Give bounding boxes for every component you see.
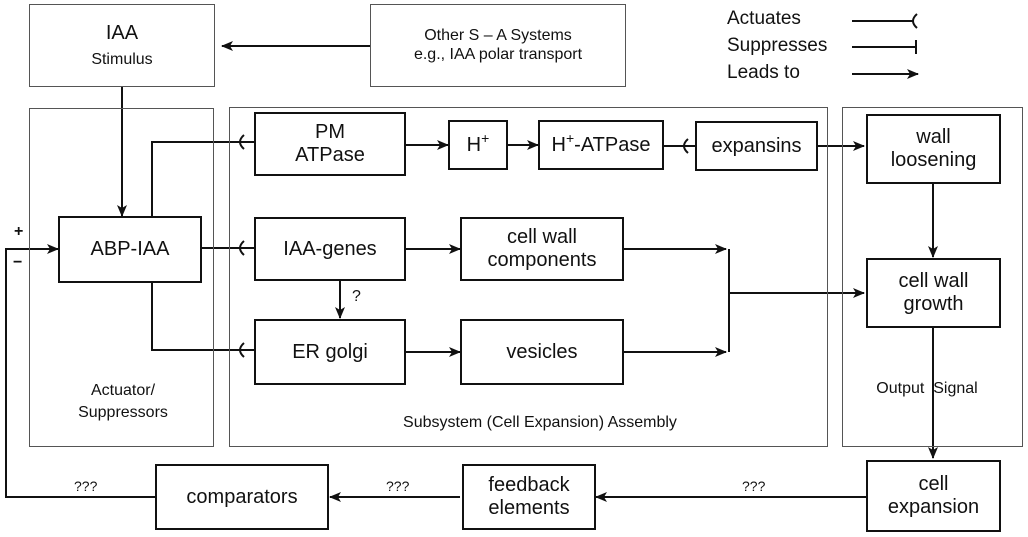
region-subsystem-label: Subsystem (Cell Expansion) Assembly — [403, 414, 677, 431]
box-er-golgi: ER golgi — [254, 319, 406, 385]
region-output-label: Output Signal — [876, 380, 978, 397]
box-cell-wall-growth: cell wall growth — [866, 258, 1001, 328]
box-cell-expansion: cell expansion — [866, 460, 1001, 532]
minus-sign: − — [13, 254, 23, 271]
legend-suppresses: Suppresses — [727, 35, 828, 56]
box-expansins: expansins — [695, 121, 818, 171]
actuate-abp-to-pm — [151, 141, 254, 216]
box-cell-wall-components: cell wall components — [460, 217, 624, 281]
box-h-atpase: H+-ATPase — [538, 120, 664, 170]
region-actuator — [29, 108, 214, 447]
question-mark: ? — [352, 288, 361, 305]
iaa-subtitle: Stimulus — [91, 50, 153, 68]
box-pm-atpase: PM ATPase — [254, 112, 406, 176]
region-subsystem — [229, 107, 828, 447]
unknown-label-feedback-comparators: ??? — [386, 478, 410, 494]
box-wall-loosening: wall loosening — [866, 114, 1001, 184]
box-abp-iaa: ABP-IAA — [58, 216, 202, 283]
legend-leads-to: Leads to — [727, 62, 800, 83]
unknown-label-comparators-loop: ??? — [74, 478, 98, 494]
actuate-abp-to-er — [151, 283, 254, 351]
box-iaa-stimulus: IAA Stimulus — [29, 4, 215, 87]
plus-sign: + — [14, 223, 24, 240]
box-other-sa-systems: Other S – A Systems e.g., IAA polar tran… — [370, 4, 626, 87]
unknown-label-expansion-feedback: ??? — [742, 478, 766, 494]
arrow-comparators-to-abp — [5, 244, 155, 498]
box-h-plus: H+ — [448, 120, 508, 170]
box-comparators: comparators — [155, 464, 329, 530]
box-feedback-elements: feedback elements — [462, 464, 596, 530]
box-vesicles: vesicles — [460, 319, 624, 385]
region-actuator-label: Actuator/ Suppressors — [78, 382, 168, 422]
box-iaa-genes: IAA-genes — [254, 217, 406, 281]
legend-actuates: Actuates — [727, 8, 801, 29]
iaa-title: IAA — [105, 21, 139, 44]
region-output — [842, 107, 1023, 447]
